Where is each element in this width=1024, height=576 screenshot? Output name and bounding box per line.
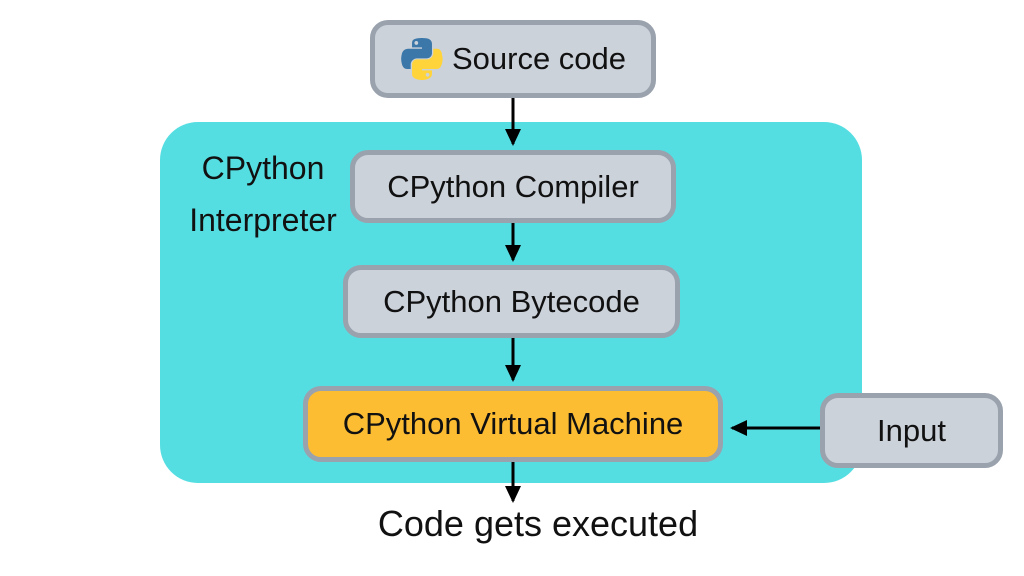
node-cpython-virtual-machine-label: CPython Virtual Machine (342, 406, 684, 441)
node-input: Input (820, 393, 1003, 468)
cpython-interpreter-label: CPython Interpreter (168, 142, 358, 246)
cpython-interpreter-label-line2: Interpreter (189, 202, 337, 238)
node-cpython-bytecode-label: CPython Bytecode (383, 283, 640, 319)
node-cpython-virtual-machine: CPython Virtual Machine (303, 386, 723, 462)
node-cpython-bytecode: CPython Bytecode (343, 265, 680, 338)
node-cpython-compiler-label: CPython Compiler (387, 168, 639, 204)
node-cpython-compiler: CPython Compiler (350, 150, 676, 223)
node-source-code: Source code (370, 20, 656, 98)
node-input-label: Input (877, 412, 946, 448)
code-gets-executed-text: Code gets executed (377, 503, 699, 544)
node-source-code-label: Source code (451, 41, 627, 76)
python-logo-icon (401, 37, 443, 80)
cpython-interpreter-label-line1: CPython (201, 150, 325, 186)
